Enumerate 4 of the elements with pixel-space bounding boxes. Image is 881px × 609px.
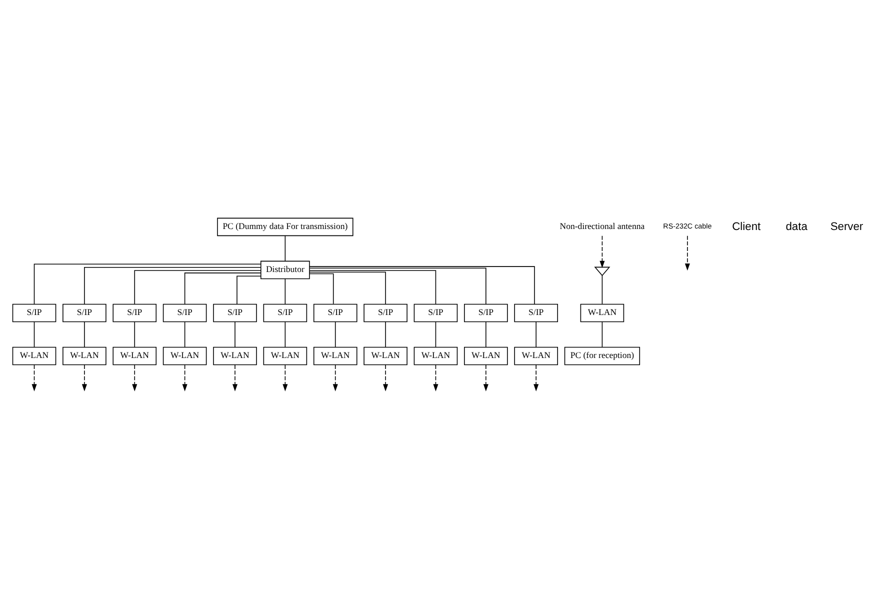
node-text: Non-directional antenna <box>560 221 645 232</box>
label: Server <box>830 220 864 233</box>
label: Client <box>732 220 761 233</box>
label: data <box>786 220 808 233</box>
